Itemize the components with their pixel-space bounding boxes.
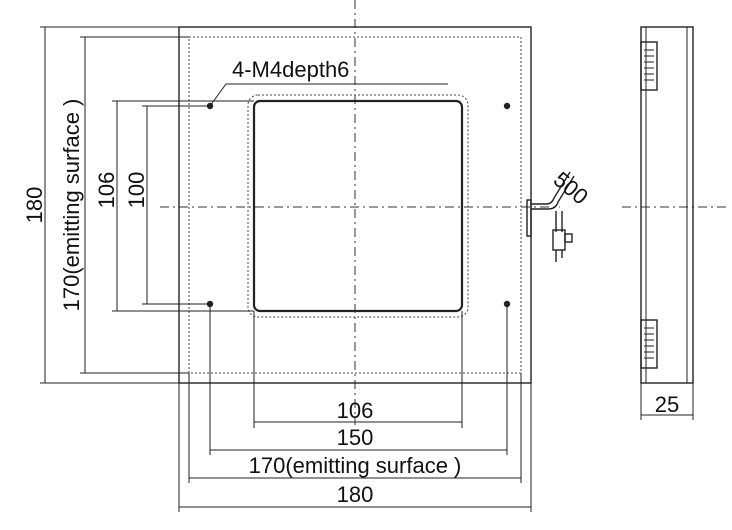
inner-window-outer (247, 94, 469, 318)
inner-window (252, 99, 464, 313)
side-view (640, 26, 694, 384)
dim-side-25: 25 (655, 392, 679, 417)
dim-bottom-170: 170(emitting surface ) (249, 453, 462, 478)
cable-length-label: 500 (549, 167, 593, 210)
mounting-hole-top-right (503, 102, 511, 110)
cable-exit-boss (526, 199, 532, 237)
dim-left-170: 170(emitting surface ) (59, 99, 84, 312)
cable: 500 (531, 167, 593, 262)
dim-bottom-106: 106 (337, 398, 374, 423)
dim-left-100: 100 (124, 172, 149, 209)
dim-bottom-180: 180 (337, 482, 374, 507)
side-clip-top (640, 41, 658, 91)
dim-left-106: 106 (94, 172, 119, 209)
hole-callout: 4-M4depth6 (209, 57, 448, 107)
side-clip-bottom (640, 319, 658, 369)
hole-callout-label: 4-M4depth6 (232, 57, 349, 82)
dim-bottom-150: 150 (337, 425, 374, 450)
dim-left-180: 180 (22, 187, 47, 224)
emitting-surface-outline (188, 36, 522, 374)
